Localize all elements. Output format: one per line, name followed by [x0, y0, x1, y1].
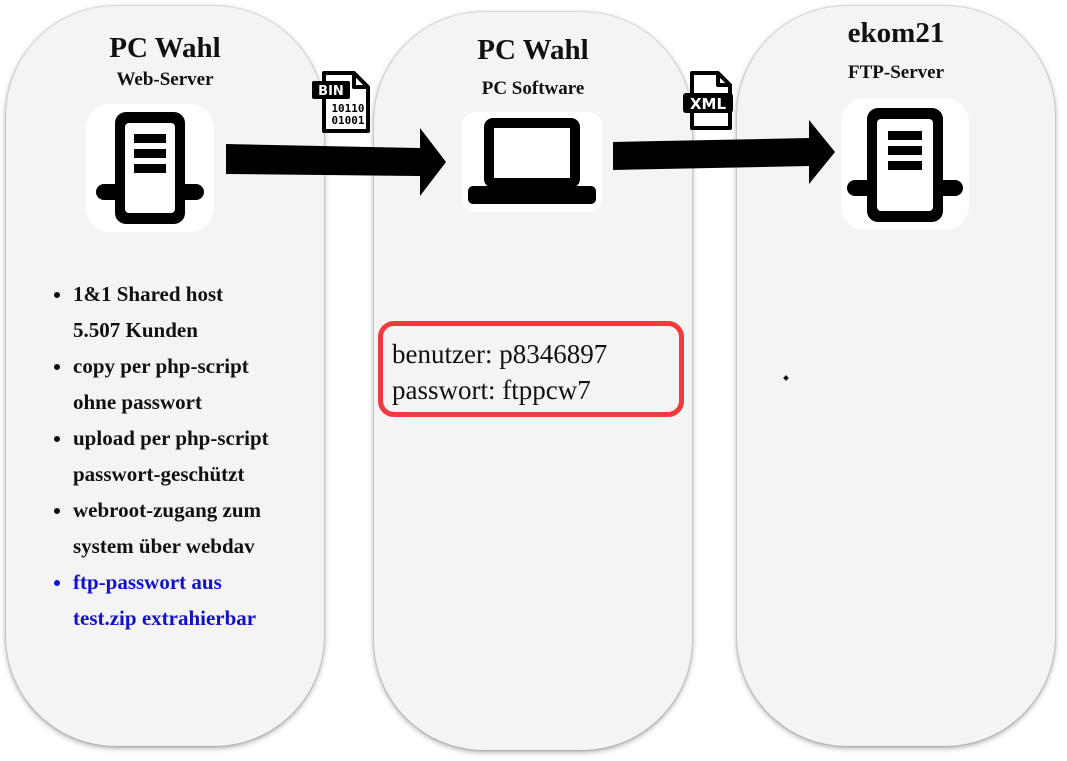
server-icon: [82, 100, 218, 236]
ftp-server-panel: ekom21 FTP-Server: [737, 6, 1055, 746]
svg-text:01001: 01001: [331, 114, 364, 127]
svg-text:10110: 10110: [331, 102, 364, 115]
bullet-item-highlighted: ftp-passwort aus test.zip extrahierbar: [73, 564, 323, 636]
pc-software-title: PC Wahl: [477, 34, 589, 66]
web-server-panel: PC Wahl Web-Server 1&1 Shared host 5.507…: [6, 6, 324, 746]
laptop-icon: [462, 112, 602, 212]
bullet-item: upload per php-script passwort-geschützt: [73, 420, 323, 492]
pc-software-subtitle: PC Software: [481, 78, 585, 99]
svg-text:BIN: BIN: [318, 84, 344, 99]
server-icon: [837, 94, 973, 234]
bullet-item: copy per php-script ohne passwort: [73, 348, 323, 420]
xml-file-icon: XML: [683, 71, 733, 130]
transfer-arrow-2: [613, 120, 835, 184]
pc-software-panel: PC Wahl PC Software benutzer: p8346897 p…: [374, 12, 692, 750]
transfer-arrow-1: [226, 128, 446, 196]
bullet-item: 1&1 Shared host 5.507 Kunden: [73, 276, 323, 348]
credentials-password: passwort: ftppcw7: [392, 375, 591, 405]
bin-file-icon: BIN 10110 01001: [312, 71, 370, 133]
svg-text:XML: XML: [690, 95, 726, 113]
credentials-box: benutzer: p8346897 passwort: ftppcw7: [378, 321, 684, 417]
web-server-title: PC Wahl: [109, 32, 221, 64]
ftp-server-subtitle: FTP-Server: [847, 62, 944, 83]
credentials-user: benutzer: p8346897: [392, 339, 608, 369]
ftp-server-title: ekom21: [847, 17, 945, 49]
bullet-item: webroot-zugang zum system über webdav: [73, 492, 323, 564]
web-server-subtitle: Web-Server: [116, 69, 214, 90]
web-server-bullet-list: 1&1 Shared host 5.507 Kunden copy per ph…: [18, 276, 323, 636]
